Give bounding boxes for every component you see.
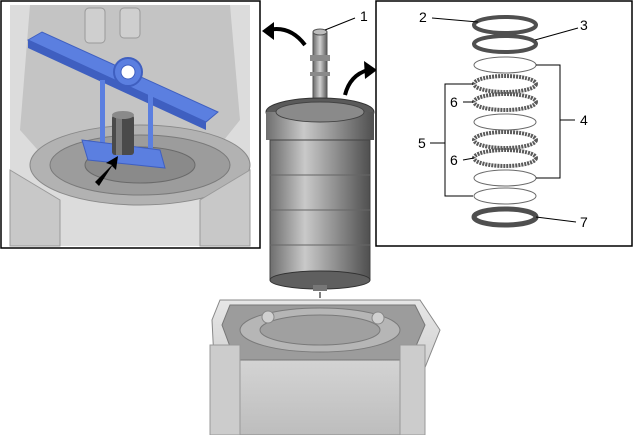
- clutch-drum-assembly: [265, 28, 375, 291]
- friction-plate-6c: [472, 130, 538, 150]
- clutch-ring-3: [472, 34, 538, 54]
- direction-arrow: [95, 156, 118, 186]
- callout-1: 1: [360, 8, 368, 24]
- inset-panel-removal-tool: [0, 0, 261, 249]
- special-tool: [26, 31, 219, 169]
- leader-line-1: [324, 17, 356, 31]
- callout-5: 5: [418, 135, 426, 151]
- curved-arrow-right: [343, 61, 377, 96]
- steel-plate-4d: [473, 187, 537, 205]
- inset-panel-clutch-plates: [324, 0, 633, 247]
- clutch-ring-2: [472, 15, 538, 35]
- friction-plate-6b: [472, 92, 538, 112]
- callout-6-lower: 6: [450, 152, 458, 168]
- callout-2: 2: [419, 9, 427, 25]
- callout-7: 7: [580, 214, 588, 230]
- callout-4: 4: [580, 112, 588, 128]
- steel-plate-4b: [473, 113, 537, 131]
- bracket-group-5: [430, 83, 473, 197]
- callout-3: 3: [580, 17, 588, 33]
- curved-arrow-left: [262, 22, 307, 47]
- friction-plate-6a: [472, 74, 538, 94]
- transmission-case: [209, 299, 441, 435]
- leader-lines: [431, 17, 579, 223]
- callout-6-upper: 6: [450, 94, 458, 110]
- bracket-group-4: [536, 64, 575, 179]
